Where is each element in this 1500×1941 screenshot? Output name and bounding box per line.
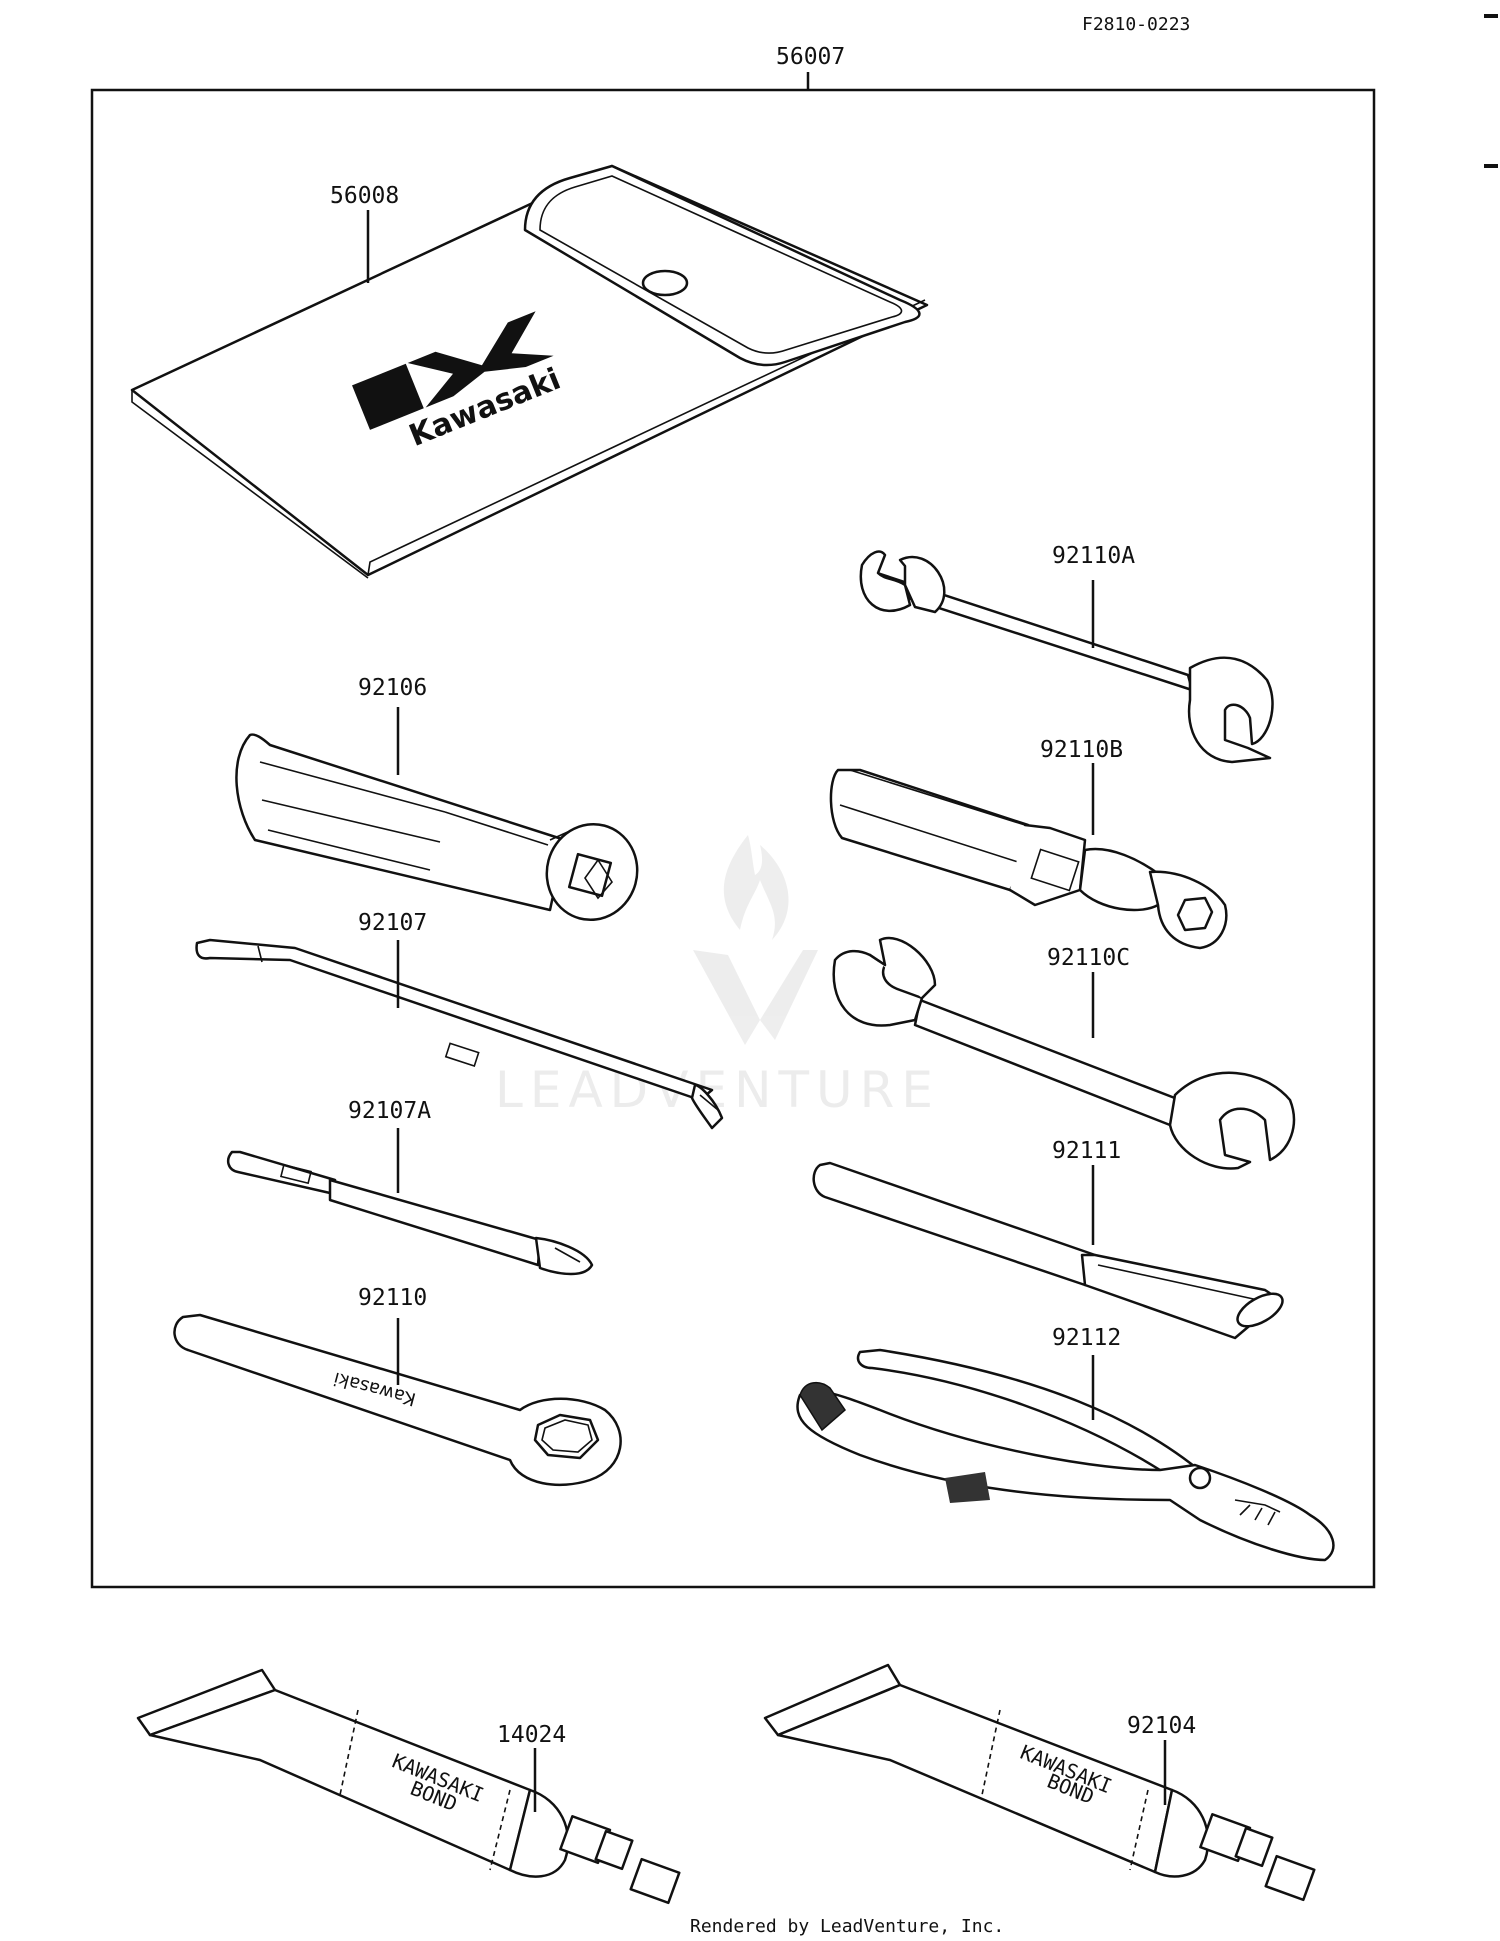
footer-credit: Rendered by LeadVenture, Inc.: [690, 1916, 1004, 1937]
label-92111[interactable]: 92111: [1052, 1138, 1121, 1164]
label-92110A[interactable]: 92110A: [1052, 543, 1135, 569]
label-92110B[interactable]: 92110B: [1040, 737, 1123, 763]
watermark-logo: [693, 835, 818, 1045]
label-56007[interactable]: 56007: [776, 44, 845, 70]
label-92104[interactable]: 92104: [1127, 1713, 1196, 1739]
label-92110[interactable]: 92110: [358, 1285, 427, 1311]
label-14024[interactable]: 14024: [497, 1722, 566, 1748]
label-92107[interactable]: 92107: [358, 910, 427, 936]
pliers: [796, 1348, 1335, 1562]
margin-mark: [1484, 164, 1498, 168]
screwdriver-grip: [235, 733, 639, 922]
open-end-wrench-c: [832, 936, 1296, 1170]
screwdriver: [195, 938, 724, 1130]
label-92107A[interactable]: 92107A: [348, 1098, 431, 1124]
tool-pouch: Kawasaki: [130, 164, 929, 579]
screwdriver-a: [226, 1150, 594, 1276]
plug-wrench-b: [829, 768, 1228, 950]
bond-tube-right: KAWASAKI BOND: [763, 1663, 1316, 1902]
label-56008[interactable]: 56008: [330, 183, 399, 209]
open-end-wrench-a: [859, 550, 1274, 764]
figure-code: F2810-0223: [1082, 14, 1190, 35]
snap-button: [641, 269, 689, 297]
box-wrench: Kawasaki: [173, 1313, 622, 1487]
bond-tube-left: KAWASAKI BOND: [136, 1668, 681, 1905]
label-92110C[interactable]: 92110C: [1047, 945, 1130, 971]
label-92106[interactable]: 92106: [358, 675, 427, 701]
extension-bar: [812, 1161, 1284, 1340]
label-92112[interactable]: 92112: [1052, 1325, 1121, 1351]
margin-mark: [1484, 14, 1498, 18]
kit-frame: [90, 88, 1376, 1589]
